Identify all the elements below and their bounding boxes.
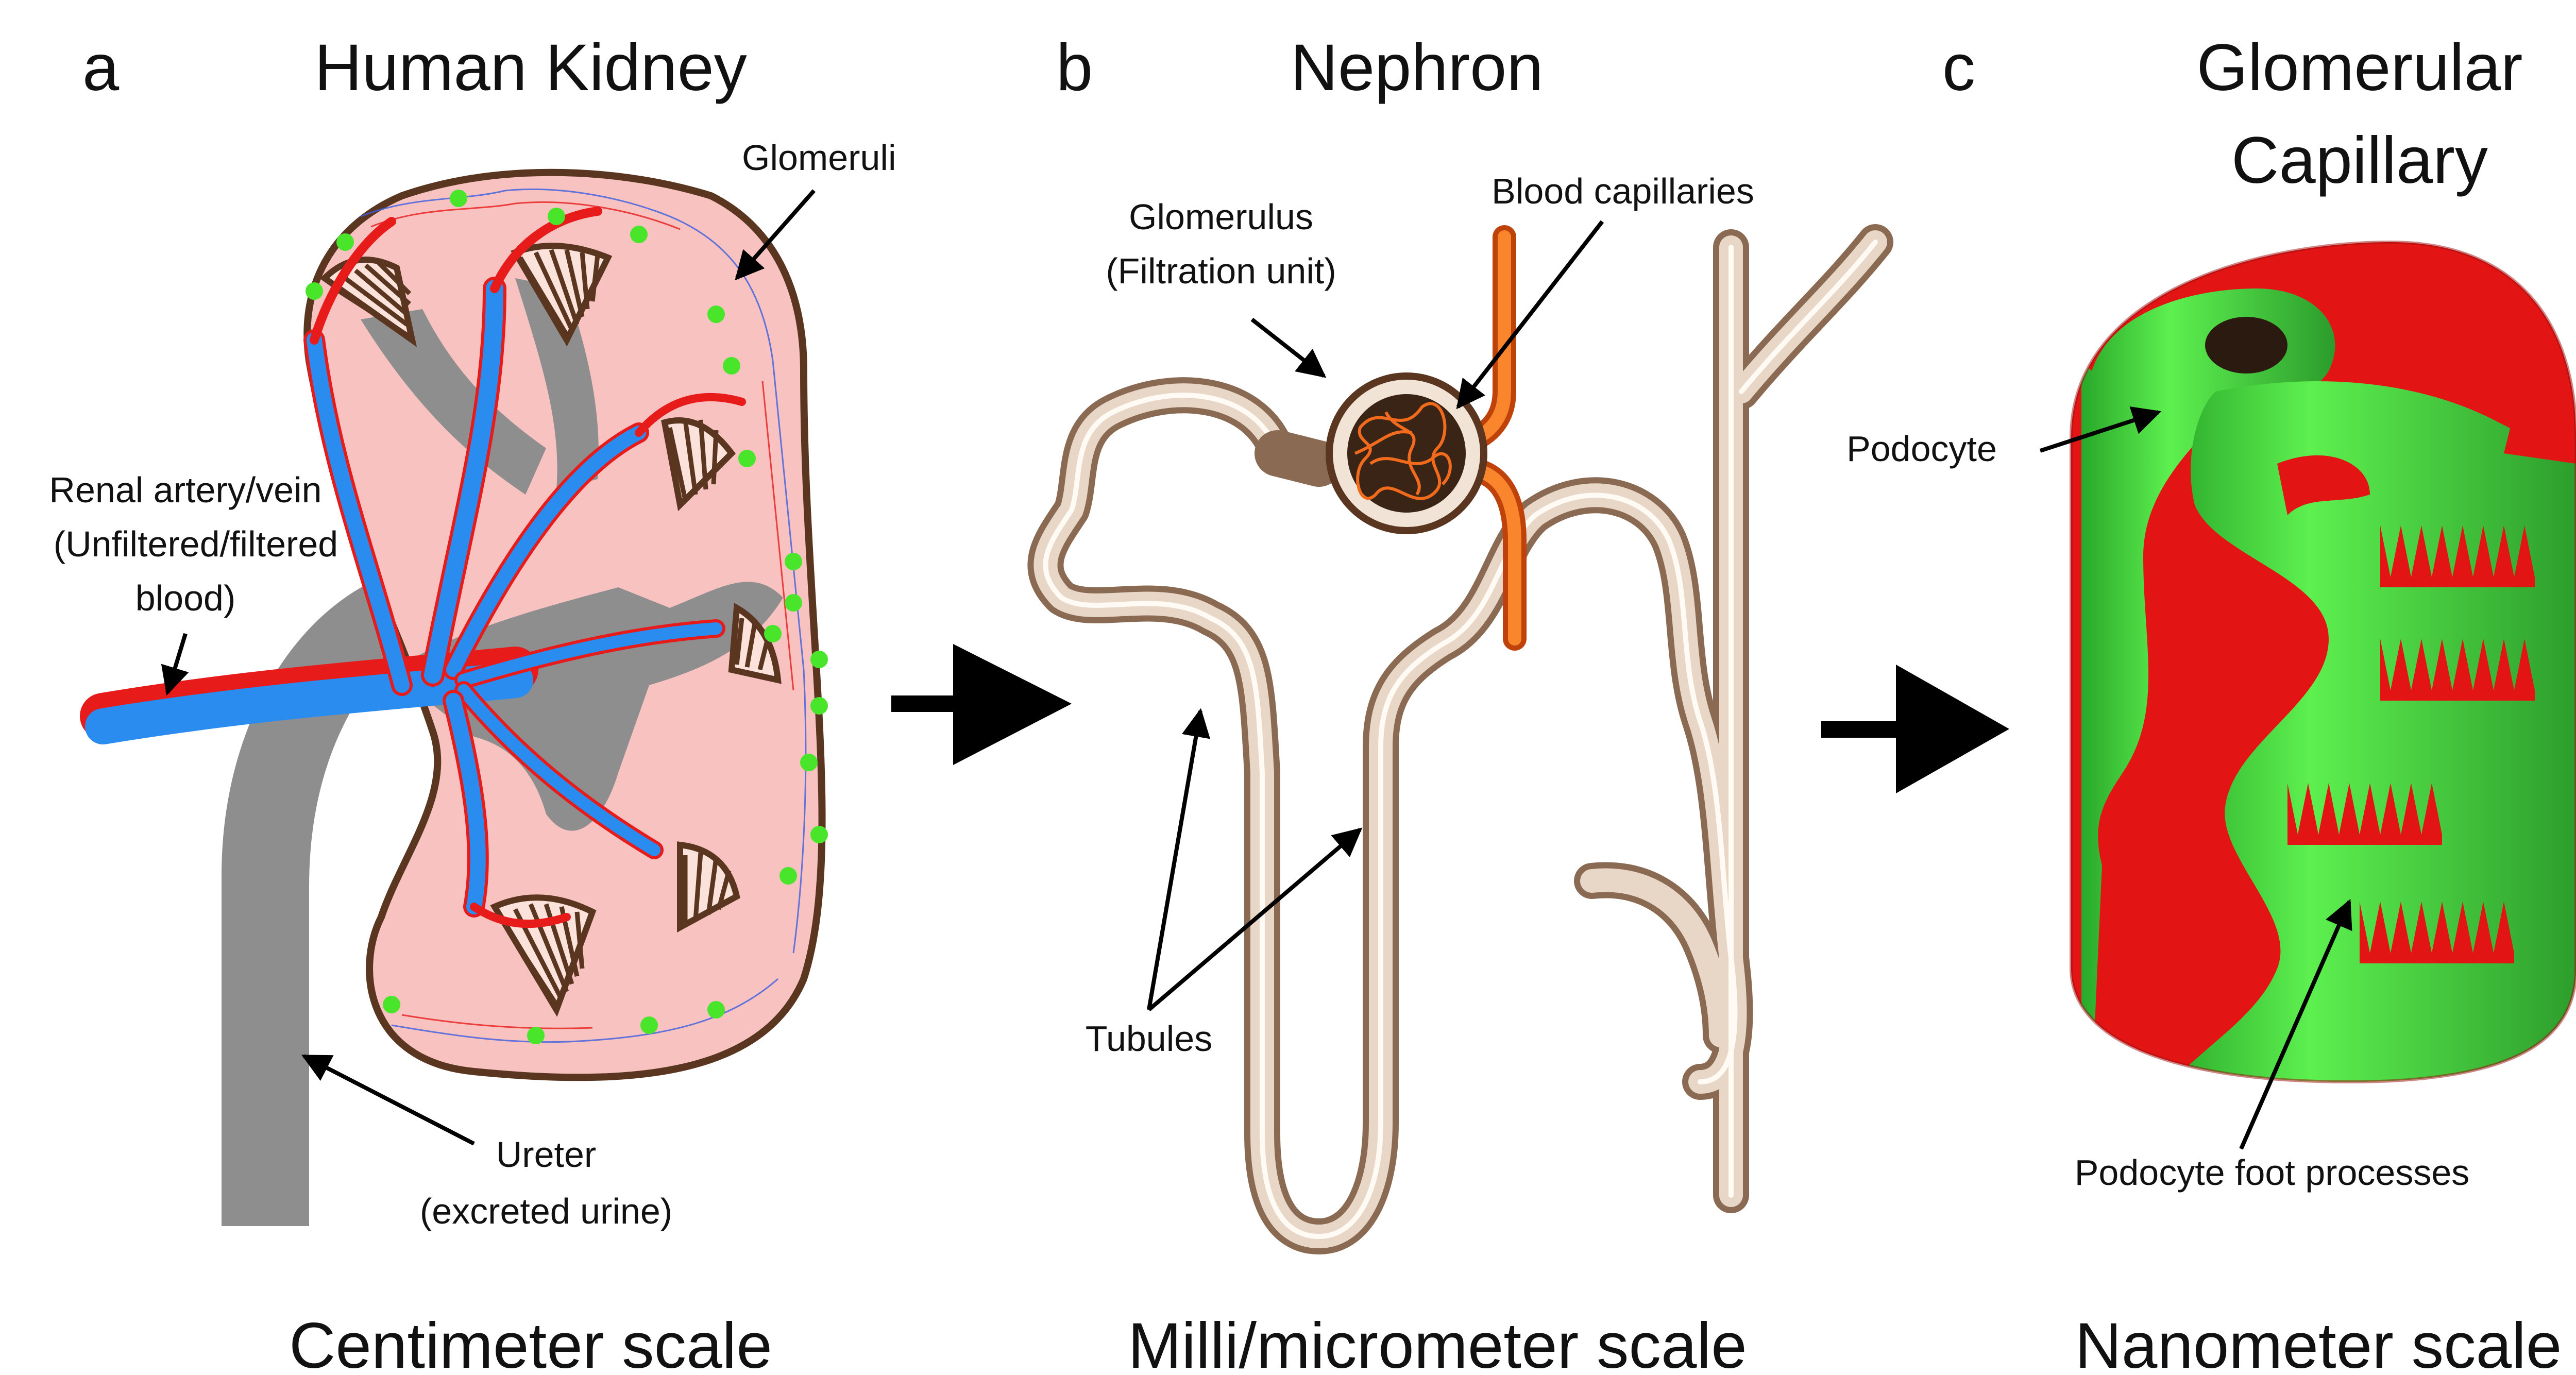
label-capillaries: Blood capillaries xyxy=(1492,171,1754,211)
label-ureter-2: (excreted urine) xyxy=(420,1191,672,1231)
scale-label-a: Centimeter scale xyxy=(289,1310,772,1375)
panel-title-a: Human Kidney xyxy=(314,31,747,105)
panel-title-c-2: Capillary xyxy=(2231,124,2488,197)
label-tubules: Tubules xyxy=(1086,1018,1212,1059)
renal-vessels xyxy=(80,207,746,928)
arrow-tubules-1 xyxy=(1147,708,1211,1010)
label-renal-3: blood) xyxy=(135,578,236,618)
podocyte-foot-processes xyxy=(2164,371,2576,979)
label-glomerulus-2: (Filtration unit) xyxy=(1106,251,1336,291)
panel-c: c Glomerular Capillary xyxy=(1846,31,2576,1375)
arrow-ureter xyxy=(301,1054,475,1146)
arrow-podocyte xyxy=(2039,406,2162,453)
nephron-illustration xyxy=(1027,224,1893,1254)
podocyte-body xyxy=(2081,288,2335,1082)
arrow-foot-processes xyxy=(2239,898,2352,1150)
label-ureter-1: Ureter xyxy=(496,1134,596,1175)
label-glomerulus-1: Glomerulus xyxy=(1129,197,1313,237)
ureter xyxy=(222,582,453,1226)
panel-letter-b: b xyxy=(1056,31,1093,105)
label-foot-processes: Podocyte foot processes xyxy=(2075,1152,2470,1193)
label-podocyte: Podocyte xyxy=(1846,429,1997,469)
glomeruli-dots xyxy=(306,190,828,1044)
arrow-tubules-2 xyxy=(1147,827,1363,1012)
scale-label-b: Milli/micrometer scale xyxy=(1128,1310,1747,1375)
renal-pelvis xyxy=(402,582,783,831)
panel-title-c-1: Glomerular xyxy=(2196,31,2522,105)
capillary-illustration xyxy=(2070,240,2576,1084)
right-arrow-icon xyxy=(891,644,1072,765)
glomerulus xyxy=(1326,372,1487,534)
scale-label-c: Nanometer scale xyxy=(2075,1310,2562,1375)
panel-letter-a: a xyxy=(82,31,120,105)
kidney-illustration xyxy=(80,168,828,1226)
panel-a: a Human Kidney xyxy=(49,31,896,1375)
podocyte-nucleus xyxy=(2205,317,2287,374)
arrow-capillaries xyxy=(1456,220,1604,410)
arrow-glomeruli xyxy=(735,189,816,281)
label-glomeruli: Glomeruli xyxy=(742,138,896,178)
panel-letter-c: c xyxy=(1942,31,1975,105)
panel-title-b: Nephron xyxy=(1291,31,1544,105)
panel-b: b Nephron xyxy=(1027,31,1893,1375)
right-arrow-icon xyxy=(1821,665,2009,793)
arrow-renal xyxy=(161,633,189,696)
label-renal-1: Renal artery/vein xyxy=(49,470,321,510)
arrow-glomerulus xyxy=(1250,317,1327,378)
label-renal-2: (Unfiltered/filtered xyxy=(54,524,338,564)
